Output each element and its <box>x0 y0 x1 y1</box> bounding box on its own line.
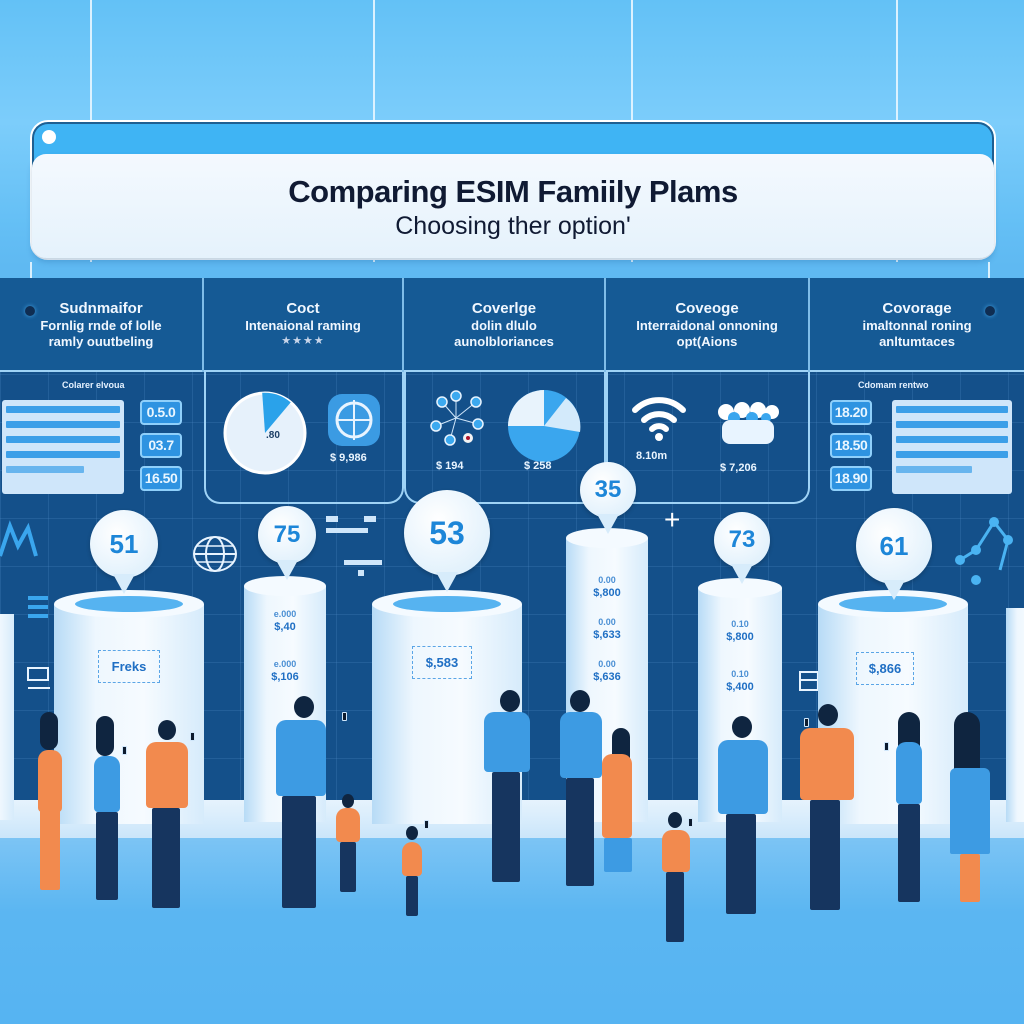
plus-icon: + <box>664 504 681 535</box>
column-header-row: Sudnmaifor Fornlig rnde of lolle ramly o… <box>0 278 1024 372</box>
wifi-icon <box>632 397 686 441</box>
value-chip: 03.7 <box>140 433 182 458</box>
line-chart-icon <box>0 520 38 557</box>
network-graph-icon <box>955 517 1013 585</box>
column-header-coverage-1: Coverlge dolin dlulo aunolbloriances <box>404 278 606 372</box>
pie-chart-icon <box>508 390 581 462</box>
person-child-orange <box>398 820 429 918</box>
value-chip: 18.20 <box>830 400 872 425</box>
pie-chart-icon <box>223 391 307 475</box>
column-header-coverage-2: Coveoge Interraidonal onnoning opt(Aions <box>606 278 810 372</box>
column-header-cost: Coct Intenaional raming ★★★★ <box>204 278 404 372</box>
value-chip: 18.50 <box>830 433 872 458</box>
price-tag: $,866 <box>856 652 914 685</box>
person-woman-blue <box>88 716 132 901</box>
price-tag: $,583 <box>412 646 472 679</box>
globe-icon <box>328 394 380 446</box>
person-man-blue <box>556 690 606 890</box>
person-man-blue-tablet <box>480 690 540 886</box>
banner-content: Comparing ESIM Famiily Plams Choosing th… <box>32 154 994 258</box>
score-balloon: 35 <box>580 462 636 518</box>
person-child-orange <box>328 794 368 894</box>
person-woman-blue-dress <box>944 712 996 904</box>
globe-icon <box>193 536 237 572</box>
score-balloon: 75 <box>258 506 316 564</box>
person-man-orange <box>140 720 196 912</box>
coverage-panel: $ 194 $ 258 <box>404 372 606 504</box>
person-man-orange <box>796 704 858 914</box>
value-chip: 0.5.0 <box>140 400 182 425</box>
price-tag: Freks <box>98 650 160 683</box>
rating-stars: ★★★★ <box>281 335 325 347</box>
pin-icon <box>25 306 35 316</box>
title-banner: Comparing ESIM Famiily Plams Choosing th… <box>30 120 996 260</box>
score-balloon: 61 <box>856 508 932 584</box>
bar-list-card <box>892 400 1012 494</box>
person-child-orange <box>656 812 700 944</box>
person-woman-blue <box>884 712 932 904</box>
score-balloon: 53 <box>404 490 490 576</box>
value-chip: 16.50 <box>140 466 182 491</box>
slider-controls-icon <box>326 516 382 576</box>
family-group-icon <box>718 402 779 444</box>
plan-cylinder-edge <box>0 614 14 820</box>
cost-panel: .80 $ 9,986 <box>204 372 404 504</box>
person-woman-orange <box>30 712 74 892</box>
plan-cylinder-edge <box>1006 608 1024 822</box>
menu-icon <box>28 596 48 618</box>
score-balloon: 51 <box>90 510 158 578</box>
person-man-blue <box>272 696 347 912</box>
pin-icon <box>985 306 995 316</box>
column-header-coverage-3: Covorage imaltonnal roning anltumtaces <box>862 300 972 349</box>
page-subtitle: Choosing ther option' <box>395 212 631 240</box>
bar-list-card <box>2 400 124 494</box>
score-balloon: 73 <box>714 512 770 568</box>
plan-cylinder: Freks <box>54 590 204 824</box>
column-header-summary: Sudnmaifor Fornlig rnde of lolle ramly o… <box>0 278 204 372</box>
network-icon <box>430 390 484 446</box>
person-woman-orange <box>598 728 642 906</box>
banner-dot <box>42 130 56 144</box>
person-man-blue <box>712 716 774 916</box>
page-title: Comparing ESIM Famiily Plams <box>288 174 738 209</box>
value-chip: 18.90 <box>830 466 872 491</box>
cart-icon <box>27 667 50 689</box>
options-panel: 8.10m $ 7,206 <box>606 372 810 504</box>
